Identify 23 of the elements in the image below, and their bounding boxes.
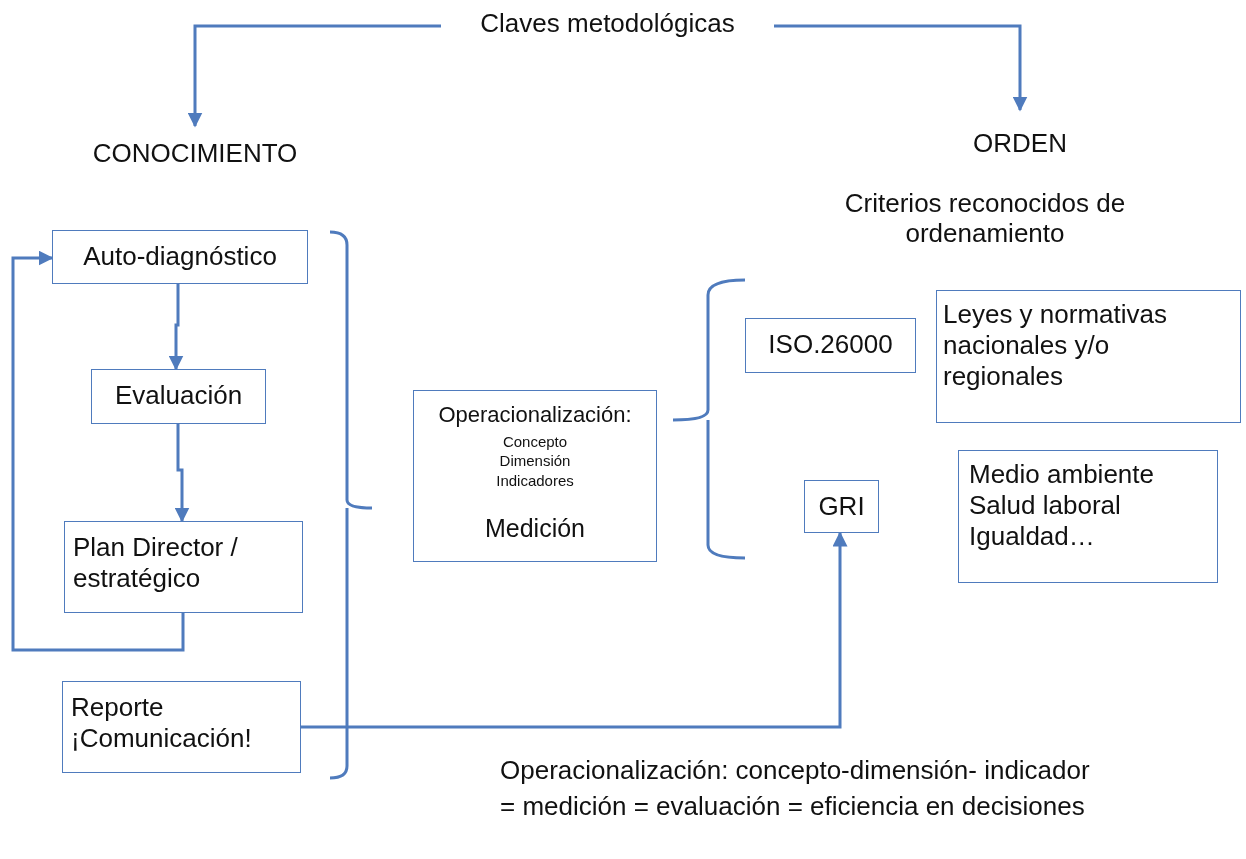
heading-text: CONOCIMIENTO bbox=[60, 138, 330, 174]
arrow bbox=[11, 250, 185, 652]
process-box: Reporte ¡Comunicación! bbox=[62, 681, 301, 773]
node-text: Concepto Dimensión Indicadores bbox=[495, 431, 575, 491]
arrow bbox=[174, 424, 190, 523]
node-text: Medición bbox=[483, 513, 587, 545]
note-text: Operacionalización: concepto-dimensión- indicador = medición = evaluación = eficiencia en decisiones bbox=[500, 754, 1091, 823]
arrow bbox=[774, 24, 1028, 112]
note-text: Criterios reconocidos de ordenamiento bbox=[843, 188, 1127, 248]
process-box: GRI bbox=[804, 480, 879, 533]
process-box: Auto-diagnóstico bbox=[52, 230, 308, 284]
process-box: Medio ambiente Salud laboral Igualdad… bbox=[958, 450, 1218, 583]
text-box bbox=[413, 390, 657, 562]
process-box: ISO.26000 bbox=[745, 318, 916, 373]
process-box: Leyes y normativas nacionales y/o regionales bbox=[936, 290, 1241, 423]
arrow bbox=[187, 24, 441, 128]
heading-text: ORDEN bbox=[955, 128, 1085, 164]
heading-text: Claves metodológicas bbox=[445, 8, 770, 44]
process-box: Evaluación bbox=[91, 369, 266, 424]
arrow bbox=[168, 284, 184, 371]
node-text: Operacionalización: bbox=[437, 401, 633, 429]
arrow bbox=[301, 531, 848, 729]
process-box: Plan Director / estratégico bbox=[64, 521, 303, 613]
